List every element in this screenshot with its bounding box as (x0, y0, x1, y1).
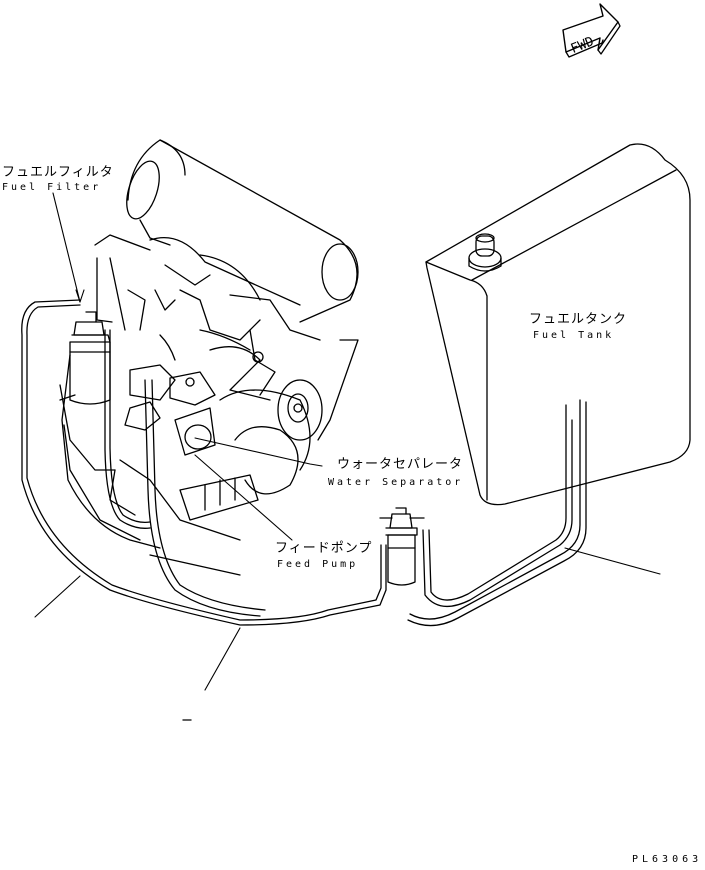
fuel-filter-label-jp: フュエルフィルタ (2, 165, 114, 180)
water-separator (379, 507, 425, 586)
leader-lines (34, 192, 661, 691)
fwd-text: FWD (569, 34, 597, 57)
water-separator-label-en: Water Separator (328, 477, 464, 488)
fuel-tank-label-en: Fuel Tank (533, 330, 615, 341)
water-separator-label-jp: ウォータセパレータ (337, 457, 464, 472)
fwd-arrow-icon: FWD (562, 3, 621, 58)
fuel-filter-label-en: Fuel Filter (2, 182, 102, 193)
drawing-code: PL63063 (632, 854, 703, 865)
engine (59, 139, 359, 576)
feed-pump-label-jp: フィードポンプ (275, 541, 373, 556)
fuel-filter (69, 311, 111, 405)
fuel-hoses (21, 299, 587, 627)
feed-pump-label-en: Feed Pump (277, 559, 359, 570)
fuel-tank (425, 143, 691, 506)
fuel-tank-label-jp: フュエルタンク (529, 312, 628, 327)
